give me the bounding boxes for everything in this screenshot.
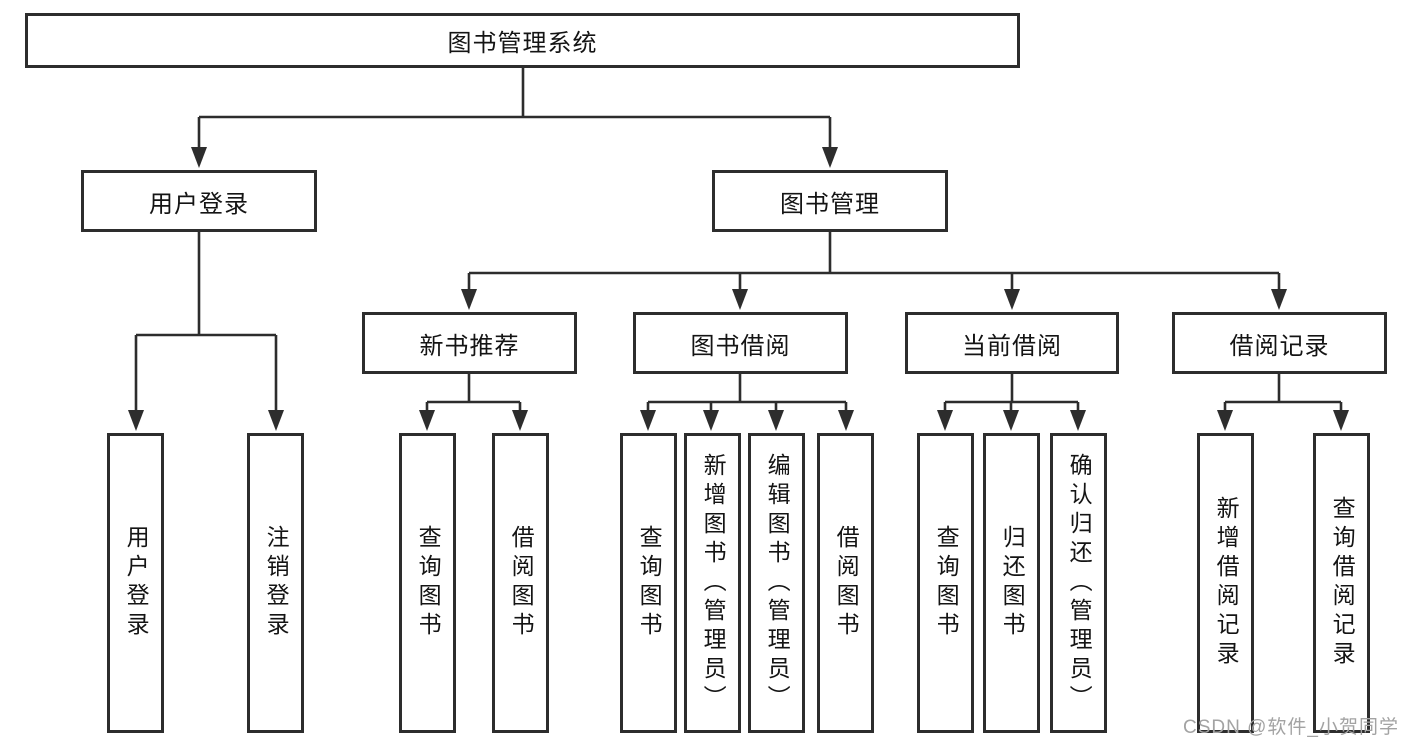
node-borrow-records: 借阅记录 xyxy=(1172,312,1387,374)
leaf-query-books-current-label: 查询图书 xyxy=(933,525,960,641)
leaf-add-borrow-record-label: 新增借阅记录 xyxy=(1213,496,1240,670)
arrow-down-icon xyxy=(838,410,854,431)
leaf-edit-book-admin: 编辑图书（管理员） xyxy=(748,433,805,733)
connector-line xyxy=(1223,374,1343,410)
leaf-add-book-admin-label: 新增图书（管理员） xyxy=(700,452,727,714)
node-user-login: 用户登录 xyxy=(81,170,317,232)
node-current-borrow-label: 当前借阅 xyxy=(962,332,1062,360)
connector-line xyxy=(646,374,848,410)
leaf-query-books-borrow-label: 查询图书 xyxy=(636,525,663,641)
leaf-query-borrow-record-label: 查询借阅记录 xyxy=(1329,496,1356,670)
arrow-down-icon xyxy=(1271,289,1287,310)
arrow-down-icon xyxy=(768,410,784,431)
arrow-down-icon xyxy=(419,410,435,431)
arrow-down-icon xyxy=(1070,410,1086,431)
arrow-down-icon xyxy=(703,410,719,431)
node-book-management: 图书管理 xyxy=(712,170,948,232)
leaf-borrow-books-recommend-label: 借阅图书 xyxy=(508,525,535,641)
node-root-label: 图书管理系统 xyxy=(447,30,598,57)
leaf-return-book: 归还图书 xyxy=(983,433,1040,733)
leaf-add-borrow-record: 新增借阅记录 xyxy=(1197,433,1254,733)
leaf-logout-label: 注销登录 xyxy=(263,525,290,641)
arrow-down-icon xyxy=(128,410,144,431)
connector-line xyxy=(197,68,832,147)
arrow-down-icon xyxy=(937,410,953,431)
leaf-query-books-current: 查询图书 xyxy=(917,433,974,733)
arrow-down-icon xyxy=(268,410,284,431)
arrow-down-icon xyxy=(1333,410,1349,431)
arrow-down-icon xyxy=(822,147,838,168)
leaf-logout: 注销登录 xyxy=(247,433,304,733)
leaf-add-book-admin: 新增图书（管理员） xyxy=(684,433,741,733)
csdn-watermark: CSDN @软件_小贺同学 xyxy=(1183,717,1399,738)
arrow-down-icon xyxy=(732,289,748,310)
node-root: 图书管理系统 xyxy=(25,13,1020,68)
leaf-query-books-recommend-label: 查询图书 xyxy=(415,525,442,641)
leaf-return-book-label: 归还图书 xyxy=(999,525,1026,641)
leaf-borrow-books-label: 借阅图书 xyxy=(833,525,860,641)
leaf-query-books-borrow: 查询图书 xyxy=(620,433,677,733)
node-user-login-label: 用户登录 xyxy=(149,190,249,218)
leaf-query-books-recommend: 查询图书 xyxy=(399,433,456,733)
connector-line xyxy=(134,232,278,410)
node-current-borrow: 当前借阅 xyxy=(905,312,1119,374)
leaf-edit-book-admin-label: 编辑图书（管理员） xyxy=(764,452,791,714)
node-book-borrow-label: 图书借阅 xyxy=(690,332,791,360)
node-new-book-recommend: 新书推荐 xyxy=(362,312,577,374)
leaf-query-borrow-record: 查询借阅记录 xyxy=(1313,433,1370,733)
arrow-down-icon xyxy=(461,289,477,310)
leaf-borrow-books: 借阅图书 xyxy=(817,433,874,733)
arrow-down-icon xyxy=(1217,410,1233,431)
node-borrow-records-label: 借阅记录 xyxy=(1229,332,1330,360)
leaf-confirm-return-admin: 确认归还（管理员） xyxy=(1050,433,1107,733)
leaf-confirm-return-admin-label: 确认归还（管理员） xyxy=(1066,452,1093,714)
arrow-down-icon xyxy=(640,410,656,431)
connector-line xyxy=(467,232,1281,289)
connector-line xyxy=(425,374,522,410)
connector-line xyxy=(943,374,1080,410)
leaf-user-login-label: 用户登录 xyxy=(123,525,150,641)
node-book-borrow: 图书借阅 xyxy=(633,312,848,374)
leaf-borrow-books-recommend: 借阅图书 xyxy=(492,433,549,733)
node-new-book-recommend-label: 新书推荐 xyxy=(419,332,520,360)
arrow-down-icon xyxy=(191,147,207,168)
leaf-user-login: 用户登录 xyxy=(107,433,164,733)
node-book-management-label: 图书管理 xyxy=(780,190,880,218)
arrow-down-icon xyxy=(1004,289,1020,310)
arrow-down-icon xyxy=(512,410,528,431)
arrow-down-icon xyxy=(1003,410,1019,431)
